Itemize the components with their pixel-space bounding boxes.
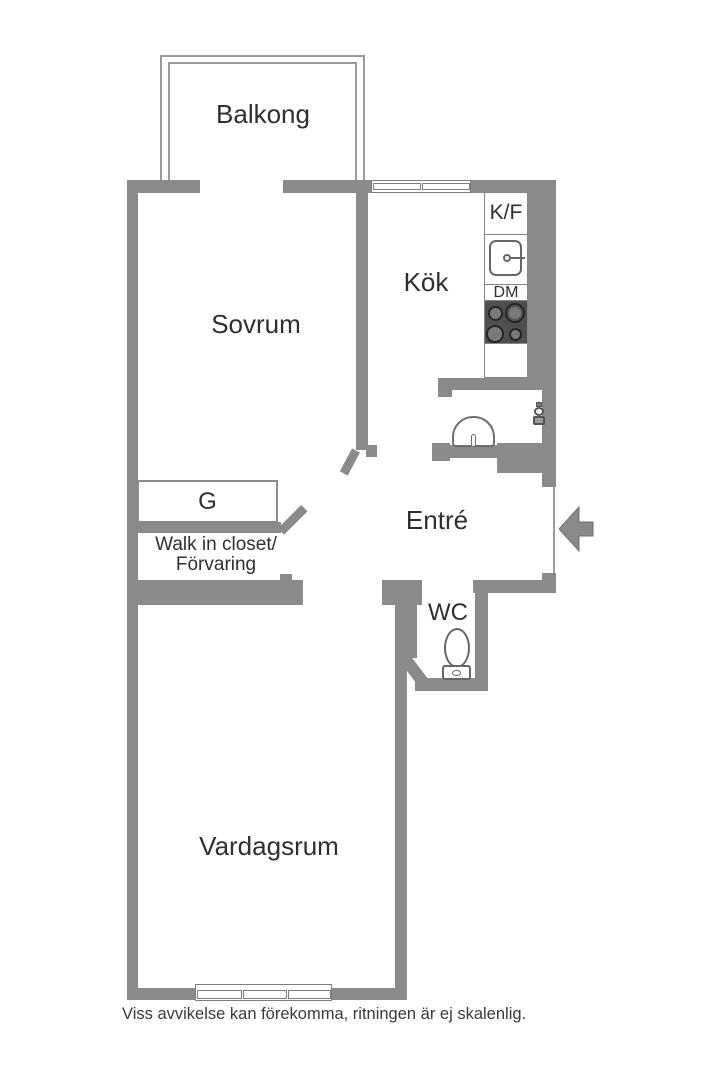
disclaimer-text: Viss avvikelse kan förekomma, ritningen … <box>122 1005 527 1023</box>
sink-faucet-dot <box>503 254 511 262</box>
wall-bath-corner-block <box>497 443 556 473</box>
window-pane <box>373 183 421 190</box>
wall-closet-mid <box>138 522 281 533</box>
wall-bedroom-divider <box>356 193 368 450</box>
dishwasher-section: DM <box>485 283 527 301</box>
stove-burner <box>508 327 522 341</box>
window-pane <box>422 183 470 190</box>
wall-livingroom-right <box>395 605 407 1000</box>
wall-closet-bottom <box>127 580 303 605</box>
wall-bath-top <box>440 378 528 390</box>
wardrobe-label: G <box>198 487 217 515</box>
dishwasher-label: DM <box>493 283 519 301</box>
wall-bath-bottom-tab <box>432 443 450 461</box>
stove-burner <box>486 325 504 343</box>
label-livingroom: Vardagsrum <box>199 831 339 861</box>
stove-burner <box>504 303 525 323</box>
closet-door-swing <box>277 504 308 535</box>
bedroom-door-stub <box>366 445 377 457</box>
window-pane <box>288 990 331 999</box>
label-walk-in-closet: Walk in closet/ Förvaring <box>116 535 316 574</box>
entrance-arrow-icon <box>559 505 594 553</box>
wall-wc-bottom <box>415 678 488 691</box>
balcony-outline-inner <box>168 62 357 181</box>
wall-right-step <box>542 573 556 581</box>
balcony-outline-outer <box>160 55 365 181</box>
label-entrance: Entré <box>405 505 469 535</box>
fridge-freezer-label: K/F <box>489 201 523 225</box>
stove-burner <box>487 305 503 321</box>
wall-right-bath-upper <box>542 378 556 443</box>
window-pane <box>197 990 242 999</box>
window-kitchen <box>371 180 471 193</box>
wardrobe-box: G <box>137 480 278 523</box>
window-livingroom <box>195 984 332 1001</box>
wall-right-kitchen <box>528 180 556 390</box>
kitchen-sink-icon <box>485 234 527 284</box>
kitchen-cabinet <box>485 343 527 377</box>
entrance-door-line <box>553 487 555 573</box>
wall-wc-topleft-block <box>382 580 422 605</box>
wall-closet-jamb <box>280 574 292 581</box>
wall-wc-left <box>405 605 417 658</box>
kitchen-counter: K/F DM <box>484 192 528 378</box>
label-walk-in-closet-line1: Walk in closet/ <box>155 534 277 555</box>
label-kitchen: Kök <box>403 267 449 297</box>
wall-entre-bottom <box>473 580 556 593</box>
label-balcony: Balkong <box>216 99 310 129</box>
label-wc: WC <box>428 599 468 626</box>
stove-icon <box>485 300 527 343</box>
wall-wc-right <box>475 593 488 680</box>
faucet-icon <box>531 402 547 426</box>
window-pane <box>243 990 287 999</box>
bedroom-door-swing <box>339 447 360 476</box>
label-walk-in-closet-line2: Förvaring <box>175 553 257 575</box>
toilet-icon <box>441 628 472 683</box>
wall-right-bath-lower <box>542 473 556 487</box>
fridge-freezer-cabinet: K/F <box>485 193 527 234</box>
sink-faucet-line <box>510 257 525 259</box>
wall-bath-topleft-stub <box>438 378 452 397</box>
washbasin-drain <box>471 434 476 447</box>
wall-top-left <box>127 180 200 193</box>
label-bedroom: Sovrum <box>211 309 301 339</box>
wall-top-mid <box>283 180 372 193</box>
